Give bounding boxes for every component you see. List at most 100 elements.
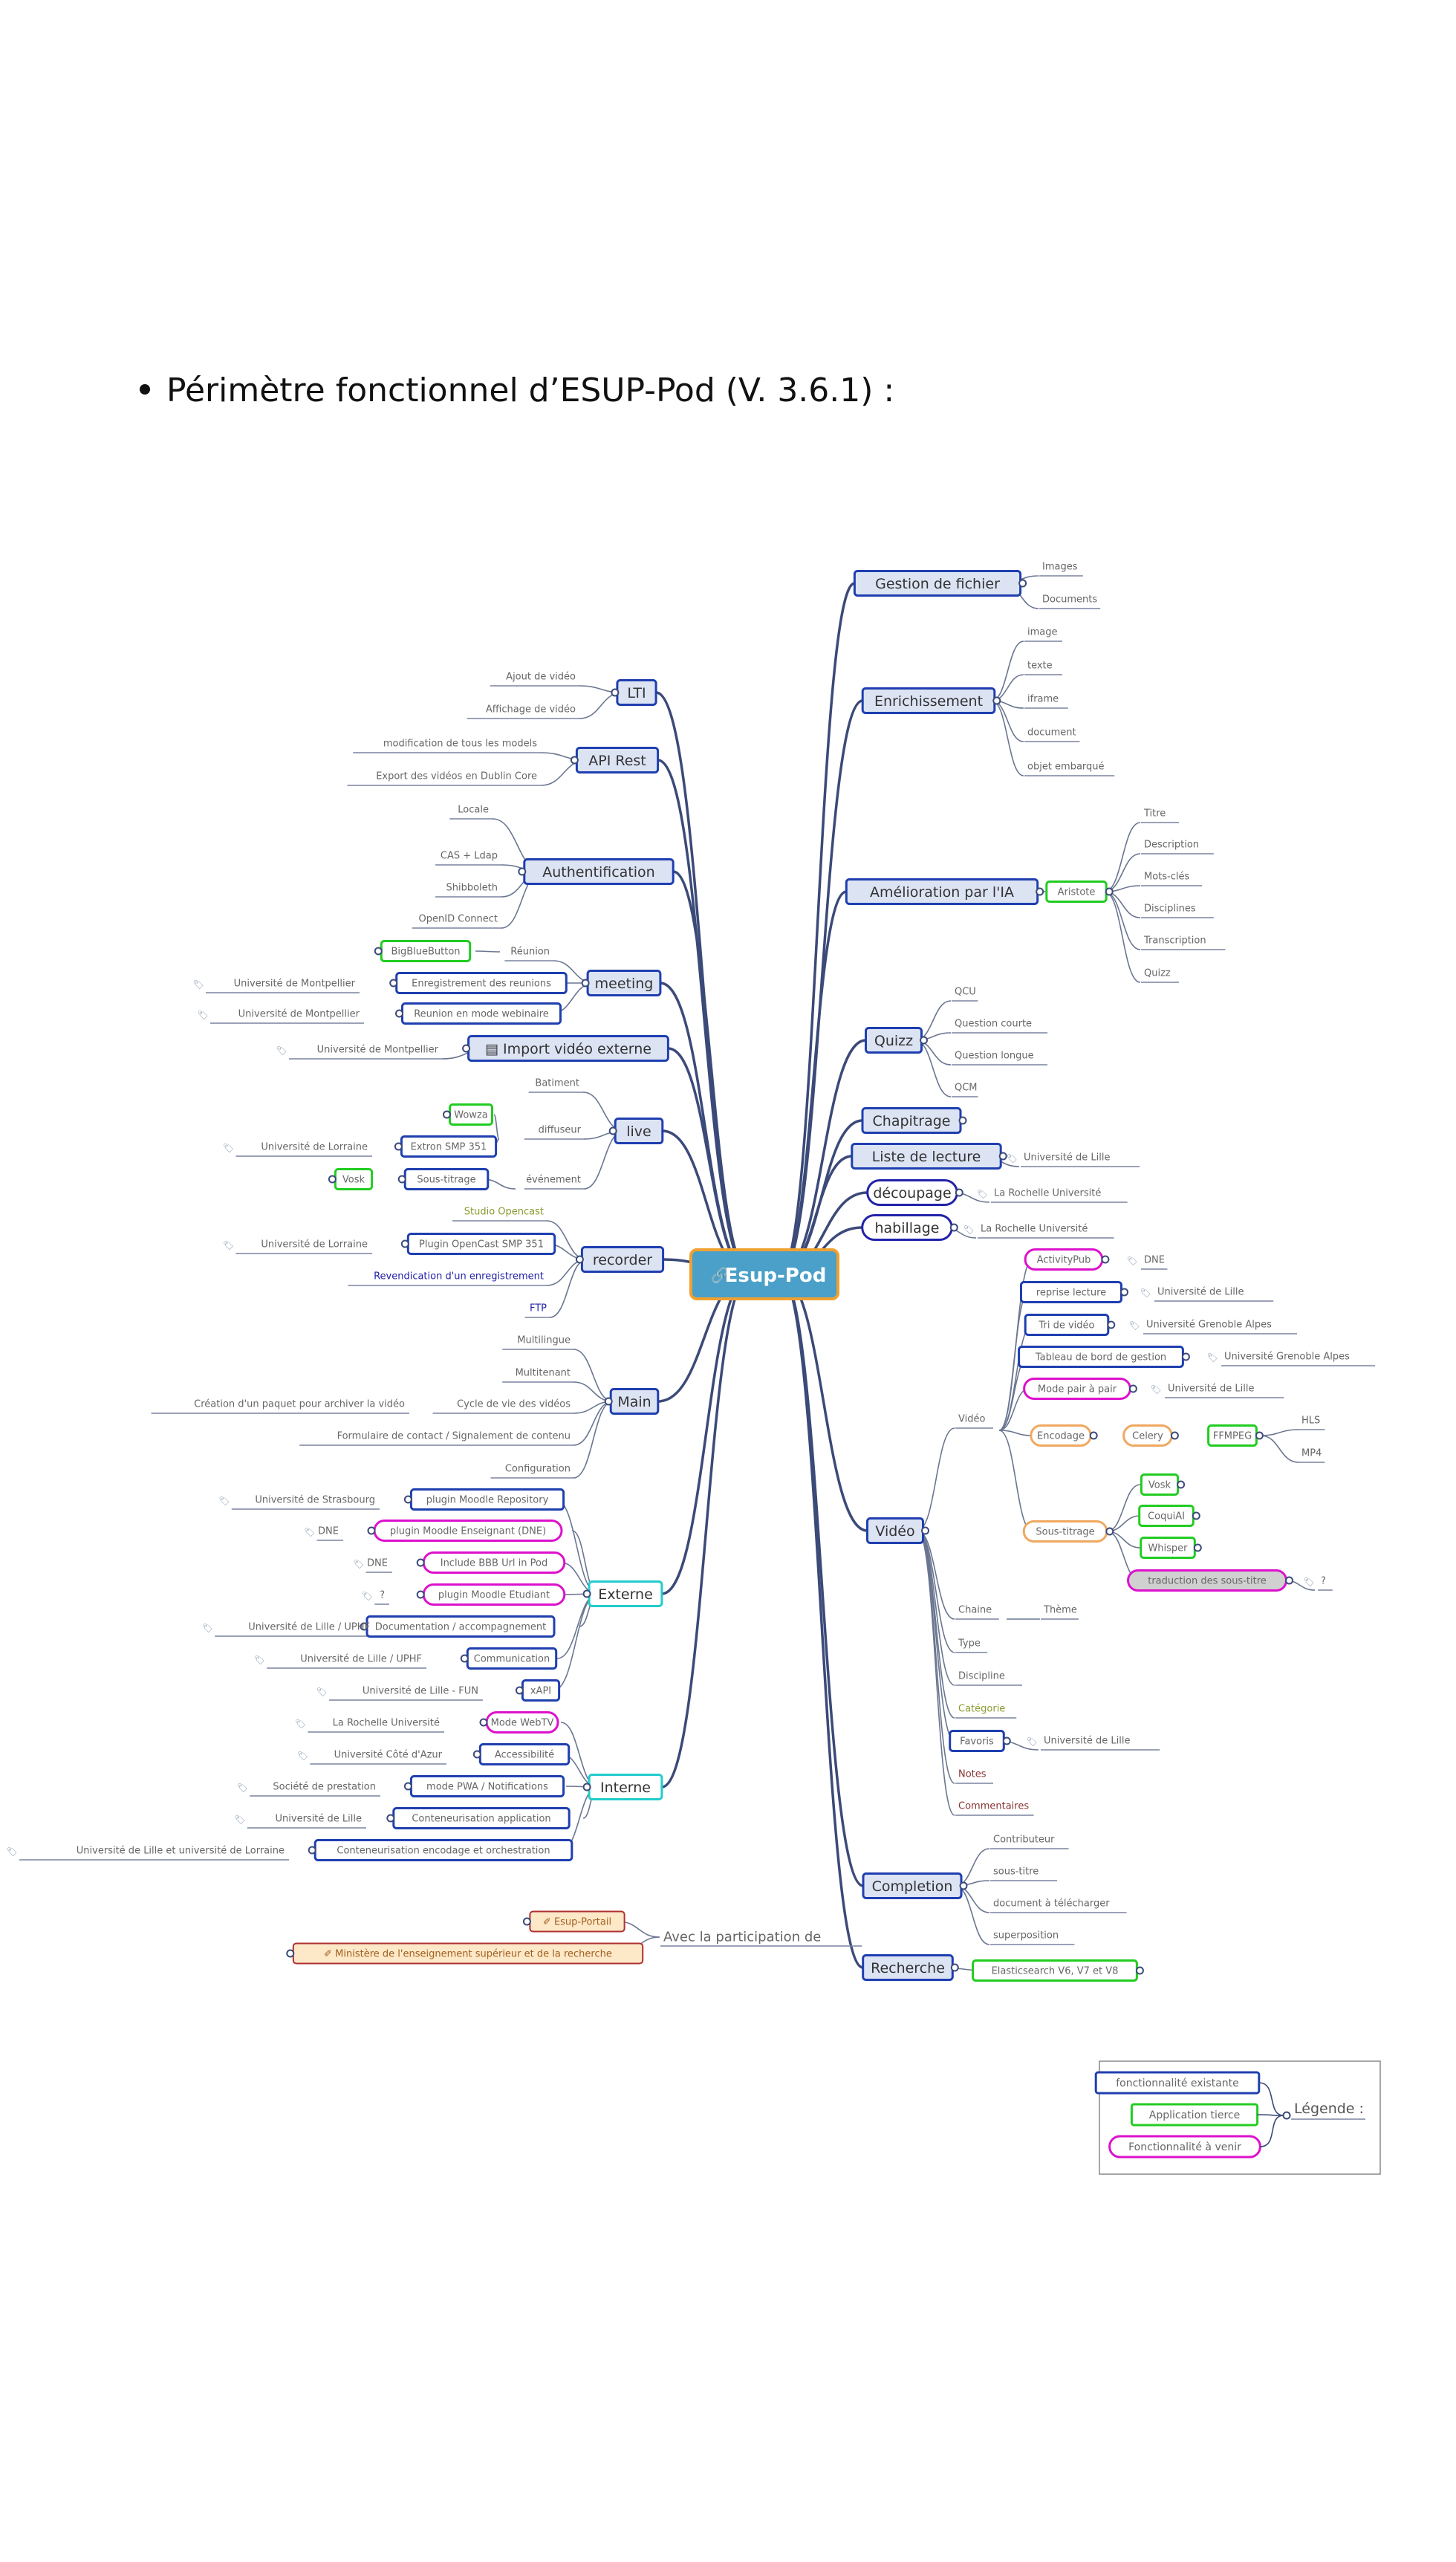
tag-icon: 🏷 (297, 1751, 308, 1761)
edge-root-externe (661, 1273, 751, 1595)
leaf-45: Locale (458, 805, 489, 816)
box-7-label: Vosk (342, 1175, 365, 1186)
connector-dot (1105, 1527, 1114, 1536)
box-0-label: Aristote (1058, 887, 1096, 898)
leaf-10: Disciplines (1144, 904, 1196, 915)
legend-title: Légende : (1294, 2101, 1364, 2117)
leaf-20: DNE (1144, 1255, 1165, 1266)
connector-dot (949, 1223, 958, 1232)
tag-icon: 🏷 (304, 1527, 315, 1537)
branch-enrich-label: Enrichissement (874, 693, 983, 710)
box-2-label: Enregistrement des reunions (412, 979, 551, 990)
leaf-31: Type (958, 1638, 981, 1650)
connector-dot (479, 1718, 488, 1727)
edge-root-recher (779, 1273, 864, 1969)
connector-dot (360, 1622, 368, 1631)
leaf-77: Université de Lille (276, 1814, 362, 1825)
edge-child (555, 1499, 599, 1595)
box-29-label: Sous-titrage (1036, 1527, 1094, 1538)
leaf-17: Université de Lille (1024, 1152, 1110, 1164)
leaf-13: QCU (955, 987, 976, 998)
leaf-44: Export des vidéos en Dublin Core (376, 771, 537, 782)
connector-dot (582, 1783, 591, 1791)
connector-dot (998, 1152, 1007, 1161)
connector-dot (1135, 1966, 1144, 1975)
leaf-58: Université de Lorraine (261, 1239, 368, 1251)
tag-icon: 🏷 (223, 1240, 234, 1251)
box-20-label: Conteneurisation encodage et orchestrati… (337, 1846, 550, 1857)
leaf-43: modification de tous les models (383, 739, 537, 750)
edge-root-interne (661, 1273, 751, 1788)
connector-dot (1036, 887, 1044, 896)
leaf-34: Université de Lille (1044, 1736, 1130, 1747)
root-label: Esup-Pod (725, 1265, 827, 1287)
bullet-icon (140, 384, 150, 395)
tag-icon: 🏷 (223, 1143, 234, 1153)
box-31-label: CoquiAI (1148, 1511, 1185, 1522)
leaf-28: ? (1321, 1576, 1326, 1587)
connector-dot (608, 1126, 617, 1135)
branch-import-label: ▤ Import vidéo externe (485, 1041, 651, 1057)
box-32-label: Whisper (1148, 1543, 1188, 1554)
leaf-52: Université de Montpellier (317, 1045, 439, 1056)
leaf-3: texte (1027, 661, 1053, 672)
connector-dot (1107, 1320, 1116, 1329)
connector-dot (604, 1397, 613, 1406)
leaf-22: Université Grenoble Alpes (1146, 1320, 1272, 1331)
tag-icon: 🏷 (362, 1591, 373, 1601)
edge-child (553, 1593, 599, 1691)
leaf-9: Mots-clés (1144, 872, 1189, 883)
box-15-label: xAPI (530, 1686, 551, 1697)
connector-dot (416, 1558, 425, 1567)
connector-dot (462, 1044, 471, 1053)
branch-mainn-label: Main (617, 1394, 651, 1410)
box-5-label: Extron SMP 351 (411, 1142, 487, 1153)
branch-quizz-label: Quizz (874, 1033, 913, 1049)
leaf-56: événement (526, 1175, 581, 1186)
edge-child (991, 640, 1024, 701)
connector-dot (1192, 1511, 1200, 1520)
leaf-50: Université de Montpellier (234, 979, 356, 990)
leaf-49: Réunion (510, 947, 550, 958)
legend-item-label: Application tierce (1149, 2109, 1240, 2121)
connector-dot (472, 1750, 481, 1759)
box-36-label: ✐ Esup-Portail (543, 1917, 611, 1928)
connector-dot (416, 1590, 425, 1599)
connector-dot (950, 1963, 959, 1972)
box-6-label: Sous-titrage (417, 1175, 475, 1186)
box-9-label: plugin Moodle Repository (426, 1495, 549, 1506)
leaf-79: Avec la participation de (663, 1930, 821, 1945)
tag-icon: 🏷 (1128, 1320, 1140, 1331)
connector-dot (395, 1009, 403, 1018)
legend-item-label: fonctionnalité existante (1116, 2078, 1239, 2089)
branch-complet-label: Completion (872, 1878, 953, 1895)
edge-root-auth (672, 870, 751, 1276)
branch-liste-label: Liste de lecture (872, 1149, 981, 1165)
tag-icon: 🏷 (202, 1623, 213, 1633)
branch-lti-label: LTI (627, 685, 646, 701)
box-30-label: Vosk (1148, 1480, 1171, 1491)
branch-decoup-label: découpage (873, 1185, 951, 1201)
box-1-label: BigBlueButton (391, 947, 460, 958)
connector-dot (400, 1239, 409, 1248)
connector-dot (1120, 1288, 1128, 1297)
leaf-2: image (1027, 627, 1058, 638)
connector-dot (1101, 1255, 1110, 1264)
branch-habill-label: habillage (875, 1220, 940, 1236)
leaf-27: MP4 (1301, 1448, 1322, 1459)
box-24-label: Tableau de bord de gestion (1035, 1352, 1166, 1363)
box-25-label: Mode pair à pair (1038, 1384, 1117, 1395)
tag-icon: 🏷 (316, 1687, 327, 1697)
box-11-label: Include BBB Url in Pod (441, 1558, 548, 1569)
box-21-label: ActivityPub (1037, 1255, 1091, 1266)
leaf-63: Cycle de vie des vidéos (457, 1399, 571, 1410)
leaf-60: FTP (530, 1303, 547, 1314)
leaf-4: iframe (1027, 694, 1059, 705)
box-28-label: FFMPEG (1213, 1431, 1252, 1442)
edge-root-video (779, 1273, 868, 1532)
leaf-38: sous-titre (993, 1867, 1039, 1878)
edge-root-ia (779, 890, 847, 1276)
leaf-0: Images (1042, 562, 1078, 573)
branch-interne-label: Interne (600, 1780, 651, 1796)
